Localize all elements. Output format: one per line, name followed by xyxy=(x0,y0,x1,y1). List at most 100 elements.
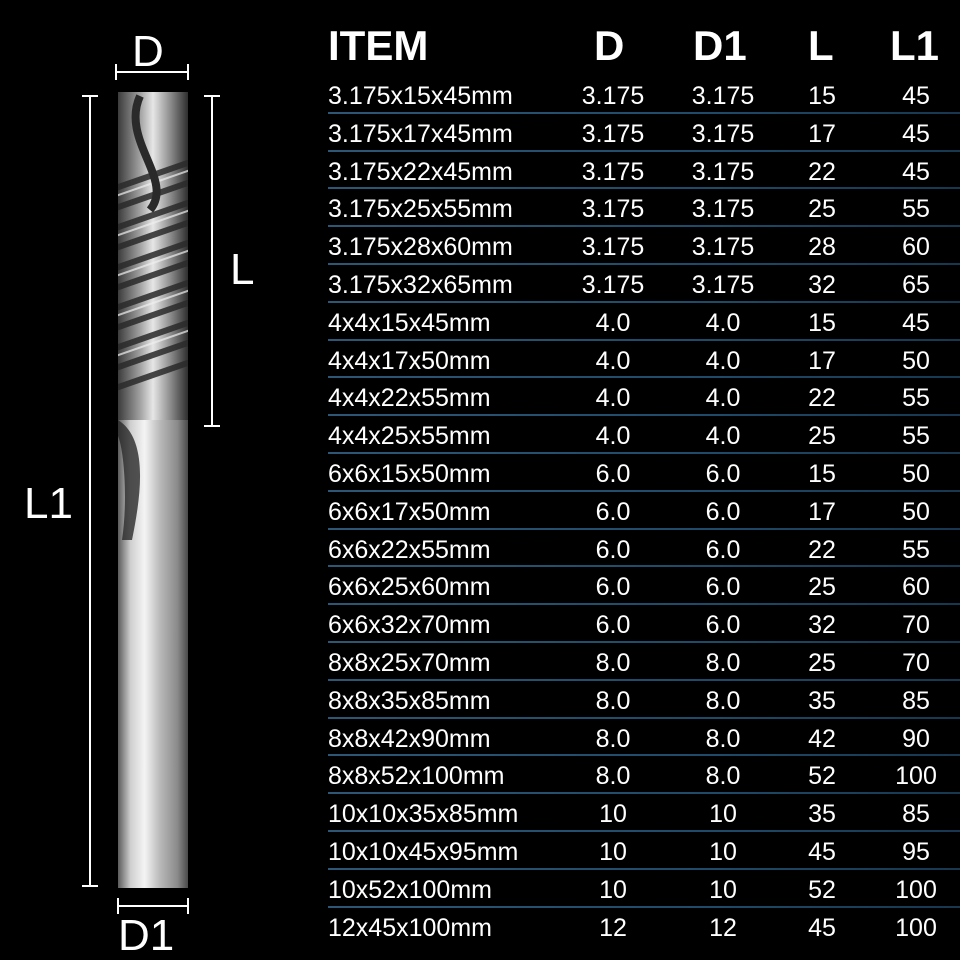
cell-item: 10x10x35x85mm xyxy=(328,800,518,829)
cell-item-text: 3.175x28x60mm xyxy=(328,233,513,262)
cell-d-text: 3.175 xyxy=(581,157,645,186)
cell-d1-text: 3.175 xyxy=(691,195,755,224)
cell-d-text: 4.0 xyxy=(595,346,631,375)
cell-d-text: 3.175 xyxy=(581,119,645,148)
cell-item-text: 10x52x100mm xyxy=(328,875,492,904)
cell-d1-text: 10 xyxy=(709,875,737,904)
cell-d1-text: 6.0 xyxy=(705,573,741,602)
cell-l-text: 22 xyxy=(808,384,836,413)
cell-item: 8x8x42x90mm xyxy=(328,725,491,754)
cell-item: 3.175x15x45mm xyxy=(328,82,513,111)
cell-d-text: 6.0 xyxy=(595,497,631,526)
cell-item-text: 10x10x35x85mm xyxy=(328,800,519,829)
cell-d-text: 12 xyxy=(599,913,627,942)
cell-item: 10x10x45x95mm xyxy=(328,838,518,867)
cell-item: 4x4x22x55mm xyxy=(328,384,491,413)
cell-d1-text: 4.0 xyxy=(705,308,741,337)
cell-d1-text: 8.0 xyxy=(705,724,741,753)
cell-l1-text: 45 xyxy=(902,119,930,148)
cell-d1-text: 3.175 xyxy=(691,270,755,299)
cell-d-text: 3.175 xyxy=(581,270,645,299)
header-d: D xyxy=(594,22,625,69)
cell-d-text: 3.175 xyxy=(581,82,645,110)
cell-l1-text: 100 xyxy=(895,762,937,791)
cell-d-text: 3.175 xyxy=(581,195,645,224)
cell-l1-text: 50 xyxy=(902,459,930,488)
cell-d-text: 4.0 xyxy=(595,308,631,337)
cell-item: 8x8x52x100mm xyxy=(328,762,504,791)
cell-l1-text: 100 xyxy=(895,913,937,942)
cell-l-text: 15 xyxy=(808,308,836,337)
cell-item-text: 8x8x25x70mm xyxy=(328,648,491,677)
cell-l-text: 52 xyxy=(808,762,836,791)
cell-l1-text: 45 xyxy=(902,157,930,186)
cell-item-text: 4x4x15x45mm xyxy=(328,308,491,337)
cell-item: 4x4x17x50mm xyxy=(328,347,491,376)
cell-l-text: 25 xyxy=(808,648,836,677)
cell-l-text: 22 xyxy=(808,157,836,186)
cell-d1-text: 6.0 xyxy=(705,497,741,526)
cell-d1-text: 4.0 xyxy=(705,422,741,451)
fluted-section xyxy=(118,92,188,420)
cell-d-text: 6.0 xyxy=(595,459,631,488)
cell-d1-text: 3.175 xyxy=(691,82,755,110)
cell-l-text: 35 xyxy=(808,686,836,715)
cell-item: 12x45x100mm xyxy=(328,914,492,943)
cell-item-text: 8x8x35x85mm xyxy=(328,686,491,715)
cell-l-text: 28 xyxy=(808,233,836,262)
cell-d1-text: 8.0 xyxy=(705,686,741,715)
cell-item: 6x6x22x55mm xyxy=(328,536,491,565)
cell-item-text: 6x6x22x55mm xyxy=(328,535,491,564)
cell-item: 6x6x25x60mm xyxy=(328,573,491,602)
cell-d1-text: 3.175 xyxy=(691,157,755,186)
cell-item: 3.175x22x45mm xyxy=(328,158,513,187)
cell-item: 10x52x100mm xyxy=(328,876,492,905)
cell-item-text: 6x6x25x60mm xyxy=(328,573,491,602)
cell-d1-text: 4.0 xyxy=(705,346,741,375)
cell-item-text: 10x10x45x95mm xyxy=(328,837,519,866)
cell-d-text: 4.0 xyxy=(595,384,631,413)
cell-l1-text: 90 xyxy=(902,724,930,753)
cell-item: 3.175x25x55mm xyxy=(328,195,513,224)
cell-l-text: 45 xyxy=(808,913,836,942)
cell-d-text: 6.0 xyxy=(595,611,631,640)
cell-d-text: 4.0 xyxy=(595,422,631,451)
cell-item-text: 3.175x15x45mm xyxy=(328,82,513,110)
table-row: 3.175x25x55mm 3.175 3.175 25 55 xyxy=(328,191,960,229)
cell-l-text: 42 xyxy=(808,724,836,753)
cell-item: 4x4x25x55mm xyxy=(328,422,491,451)
cell-item: 8x8x35x85mm xyxy=(328,687,491,716)
cell-l-text: 52 xyxy=(808,875,836,904)
cell-l1-text: 70 xyxy=(902,611,930,640)
flute-runout xyxy=(118,420,141,540)
cell-item-text: 12x45x100mm xyxy=(328,913,492,942)
cell-l1-text: 60 xyxy=(902,573,930,602)
cell-l1-text: 85 xyxy=(902,686,930,715)
dimension-label-d: D xyxy=(132,27,164,76)
cell-d-text: 8.0 xyxy=(595,724,631,753)
cell-l-text: 25 xyxy=(808,195,836,224)
cell-item-text: 3.175x17x45mm xyxy=(328,119,513,148)
cell-l-text: 22 xyxy=(808,535,836,564)
cell-item: 6x6x17x50mm xyxy=(328,498,491,527)
cell-d-text: 10 xyxy=(599,800,627,829)
cell-l1-text: 85 xyxy=(902,800,930,829)
header-d1: D1 xyxy=(693,22,747,69)
cell-l-text: 25 xyxy=(808,573,836,602)
table-row: 8x8x42x90mm 8.0 8.0 42 90 xyxy=(328,721,960,759)
cell-l1-text: 55 xyxy=(902,195,930,224)
cell-item: 4x4x15x45mm xyxy=(328,309,491,338)
